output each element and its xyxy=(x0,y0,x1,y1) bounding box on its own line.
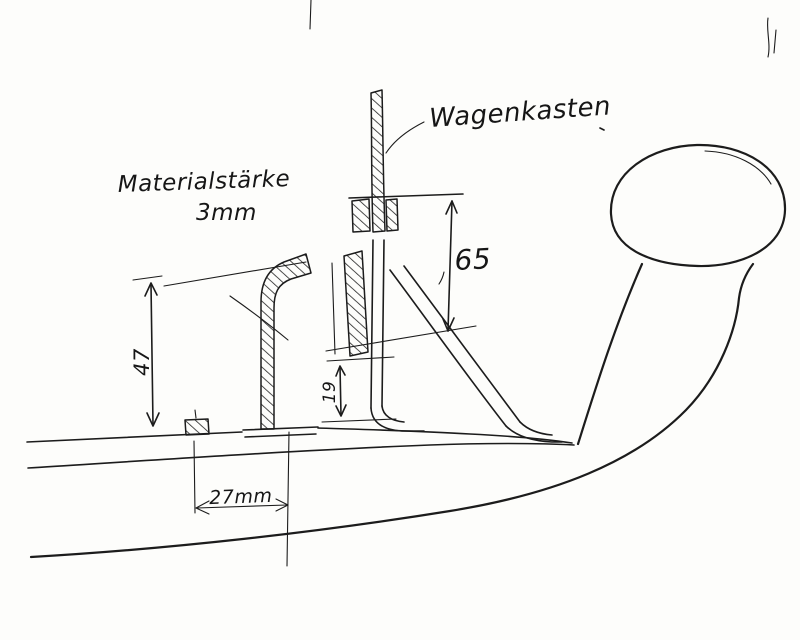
dimension-65: 65 xyxy=(325,193,492,352)
strut-foot-inner xyxy=(519,421,553,436)
material-leader-line xyxy=(229,295,289,341)
channel-inner-gap-line xyxy=(331,262,336,355)
dim47-top-ref-line xyxy=(163,261,307,287)
wagenkasten-dot xyxy=(599,127,605,131)
dim19-label: 19 xyxy=(320,381,340,404)
dim19-arrow-down xyxy=(335,404,347,417)
middle-hatched-bar xyxy=(343,250,369,357)
bracket-left-block xyxy=(351,198,371,233)
neck-left-edge xyxy=(576,262,644,446)
ground-lines xyxy=(26,262,755,559)
mount-block xyxy=(184,418,210,436)
dim27-label: 27mm xyxy=(209,485,273,509)
paper-mark-top xyxy=(309,0,312,30)
paper-mark-right-2 xyxy=(773,29,777,54)
beam-bottom-sweep xyxy=(29,262,755,559)
clamp-bracket xyxy=(351,198,399,233)
dim65-arrow-down xyxy=(442,317,455,332)
dim27-line xyxy=(196,504,288,509)
strut-edge-left xyxy=(389,269,507,427)
wall-lower-left-edge xyxy=(370,239,374,409)
dim65-label: 65 xyxy=(454,242,492,277)
bracket-right-block xyxy=(385,198,399,232)
wagenkasten-wall xyxy=(370,89,425,432)
dim27-arrow-left xyxy=(195,500,210,515)
scan-artifacts xyxy=(309,0,777,58)
dimension-19: 19 xyxy=(320,356,397,423)
diagonal-strut xyxy=(389,265,563,443)
dim47-arrow-down xyxy=(146,412,160,427)
dim19-bottom-ref-line xyxy=(321,418,397,423)
strut-foot-outer xyxy=(505,425,563,443)
dim65-comma-tick xyxy=(438,271,445,285)
dim65-line xyxy=(447,200,453,332)
channel-wall xyxy=(260,253,312,430)
channel-base-line-1 xyxy=(242,426,319,431)
dim65-arrow-up xyxy=(445,200,458,215)
dim65-bottom-ref-line xyxy=(325,325,477,352)
strut-edge-right xyxy=(403,265,521,423)
dim19-top-ref-line xyxy=(326,356,395,362)
dimension-27mm: 27mm xyxy=(193,431,290,567)
material-label-line1: Materialstärke xyxy=(117,166,290,198)
dim65-top-ref-line xyxy=(348,193,464,199)
material-annotation: Materialstärke 3mm xyxy=(117,166,291,341)
beam-lower-edge xyxy=(27,442,575,469)
ground-left xyxy=(26,431,243,443)
wall-upper-bar xyxy=(370,89,386,233)
material-label-line2: 3mm xyxy=(196,200,257,226)
wall-lower-right-edge xyxy=(381,239,385,407)
channel-base-line-2 xyxy=(244,433,317,438)
mount-block-tick xyxy=(194,409,197,419)
wall-foot-inner xyxy=(381,405,405,423)
dimension-47: 47 xyxy=(130,261,307,427)
wagenkasten-leader-line xyxy=(385,121,425,154)
dim47-label: 47 xyxy=(130,348,154,376)
ground-right xyxy=(317,427,573,444)
paper-mark-right-1 xyxy=(766,17,770,58)
wagenkasten-label: Wagenkasten xyxy=(428,91,612,134)
dim27-arrow-right xyxy=(275,498,289,512)
left-mount-block xyxy=(184,409,210,436)
u-channel-profile xyxy=(242,253,336,438)
dim19-arrow-up xyxy=(335,365,346,377)
dim47-line xyxy=(150,283,154,426)
dim19-line xyxy=(339,366,342,416)
hitch-ball xyxy=(576,143,787,446)
wagenkasten-annotation: Wagenkasten xyxy=(385,91,612,154)
dim47-arrow-up xyxy=(144,282,158,297)
dim27-right-ref-line xyxy=(286,431,290,567)
dim27-left-ref-line xyxy=(193,440,196,514)
dim47-top-dash xyxy=(132,275,163,281)
ball-inner-stroke xyxy=(704,150,772,185)
ball-outline xyxy=(609,143,787,268)
